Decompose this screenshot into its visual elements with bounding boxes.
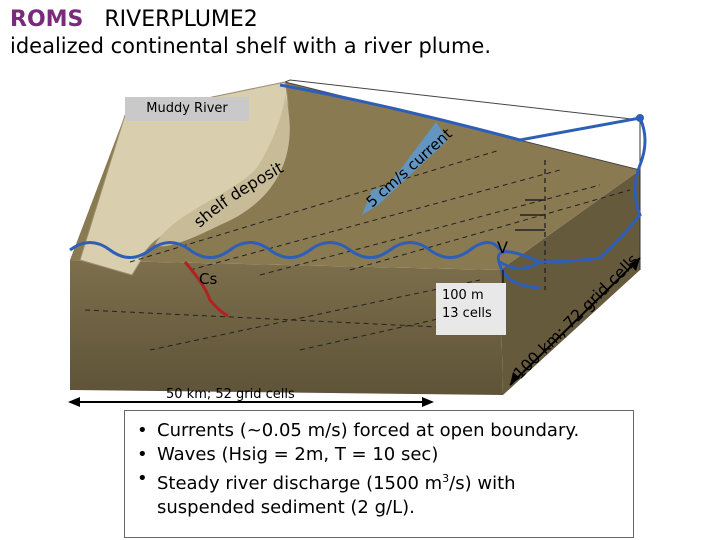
arrow-head	[629, 258, 640, 271]
grid-line	[129, 149, 501, 263]
open-boundary-line	[499, 117, 647, 270]
arrow-head	[422, 397, 434, 407]
depth-cells: 13 cells	[442, 306, 492, 321]
grid-line	[189, 169, 561, 271]
muddy-river-label: Muddy River	[125, 97, 249, 121]
v-label: V	[497, 238, 508, 257]
shelf-deposit-region	[155, 95, 290, 247]
boundary-marker	[636, 114, 644, 122]
cs-label: Cs	[199, 270, 218, 288]
cs-profile-line	[183, 261, 229, 318]
bullet-item: •Steady river discharge (1500 m3/s) with…	[137, 468, 516, 518]
bullet-item: •Currents (~0.05 m/s) forced at open bou…	[137, 420, 580, 441]
arrow-head	[510, 372, 520, 385]
grid-line	[259, 184, 601, 276]
page-subtitle: idealized continental shelf with a river…	[10, 34, 491, 58]
brand-name: ROMS	[10, 7, 84, 32]
grid-line	[149, 279, 481, 351]
velocity-profile-line	[497, 250, 541, 290]
arrow-head	[68, 397, 80, 407]
shelf-right-face	[500, 170, 640, 395]
depth-value: 100 m	[442, 288, 484, 303]
current-arrow	[362, 122, 448, 215]
cross-shore-label: 50 km; 52 grid cells	[166, 387, 295, 402]
grid-line	[349, 189, 631, 271]
sea-surface-line	[69, 241, 502, 259]
info-box: •Currents (~0.05 m/s) forced at open bou…	[124, 410, 634, 538]
page-title: ROMS RIVERPLUME2	[10, 6, 258, 34]
depth-label: 100 m 13 cells	[436, 283, 506, 335]
open-boundary-line	[279, 83, 641, 142]
shelf-front-face	[70, 260, 503, 395]
model-name: RIVERPLUME2	[104, 7, 258, 32]
grid-line	[299, 304, 501, 351]
bullet-item: •Waves (Hsig = 2m, T = 10 sec)	[137, 444, 439, 465]
along-shore-arrow	[509, 257, 641, 386]
